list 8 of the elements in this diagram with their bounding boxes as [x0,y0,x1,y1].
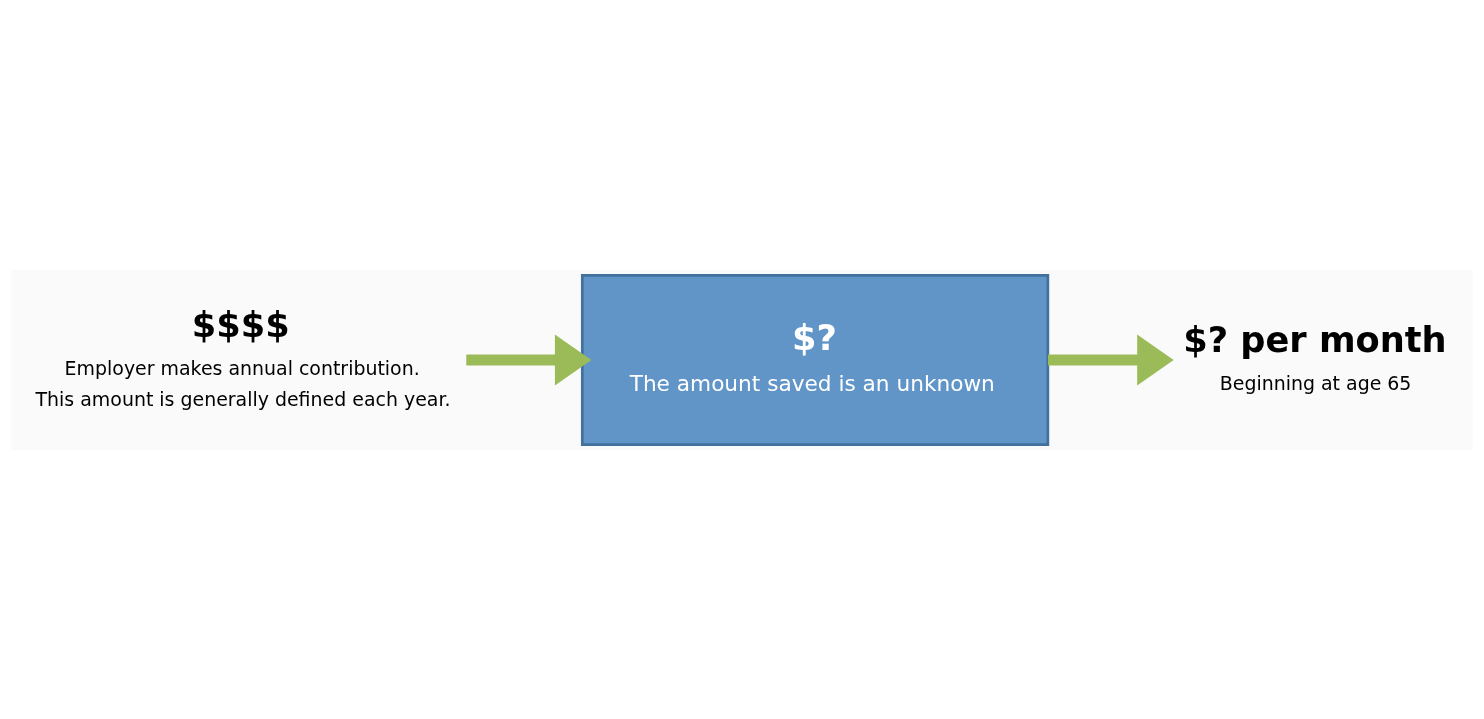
node-box: $? The amount saved is an unknown [580,273,1050,446]
node-label: This amount is generally defined each year. [35,387,451,410]
node-label: Employer makes annual contribution. [64,356,420,379]
node-text: $$$$ [191,303,290,345]
node-text: $? per month [1183,318,1447,360]
arrow [466,333,592,386]
arrow [1047,333,1174,386]
node-label: Beginning at age 65 [1219,371,1412,394]
